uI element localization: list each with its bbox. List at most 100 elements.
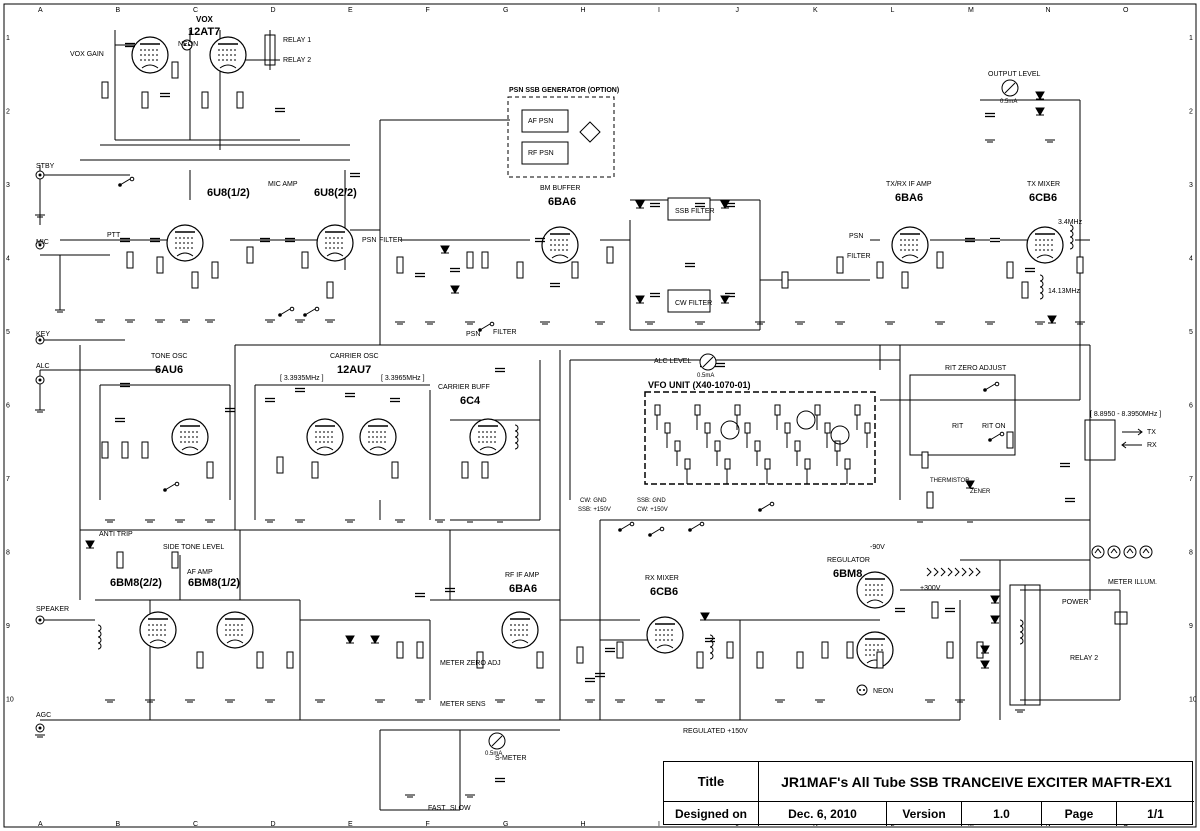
ssb-gnd-label: SSB: GND (637, 498, 666, 504)
capacitor (895, 607, 905, 613)
grid-row-left: 8 (6, 550, 10, 557)
vfo-transistor (830, 425, 850, 445)
carrier-buff-tube: 6C4 (460, 395, 481, 407)
resistor (286, 651, 294, 669)
capacitor (225, 407, 235, 413)
tube-6bm8-a (139, 611, 177, 649)
ground-symbol (265, 319, 275, 323)
af-amp-tube1: 6BM8(2/2) (110, 577, 162, 589)
output-level-label: OUTPUT LEVEL (988, 71, 1040, 78)
meter-icon (1001, 79, 1019, 97)
diode-icon (700, 612, 710, 622)
capacitor (345, 392, 355, 398)
switch-arm (689, 523, 701, 531)
zener-label: ZENER (970, 489, 991, 495)
grid-row-right: 1 (1189, 35, 1193, 42)
resistor (171, 61, 179, 79)
capacitor (150, 237, 160, 243)
capacitor (715, 362, 725, 368)
capacitor (605, 647, 615, 653)
power-plug-icon (1114, 611, 1128, 625)
capacitor (160, 92, 170, 98)
f34-label: 3.4MHz (1058, 219, 1083, 226)
tone-osc-tube: 6AU6 (155, 364, 183, 376)
cw-gnd-label: CW: GND (580, 498, 607, 504)
grid-col-bottom: G (503, 821, 508, 828)
page-label: Page (1042, 802, 1117, 826)
tube-12at7-b (209, 36, 247, 74)
capacitor (695, 202, 705, 208)
key-label: KEY (36, 331, 50, 338)
bm-buffer-tube: 6BA6 (548, 196, 576, 208)
ground-symbol (585, 699, 595, 703)
diode-icon (1035, 107, 1045, 117)
capacitor (295, 387, 305, 393)
resistor (926, 491, 934, 509)
resistor (536, 651, 544, 669)
resistor (461, 461, 469, 479)
chevron-right-icon (933, 567, 939, 577)
capacitor (450, 267, 460, 273)
lamp-icon (1123, 545, 1137, 559)
capacitor (265, 397, 275, 403)
ground-symbol (105, 519, 115, 523)
fast-label: FAST (428, 805, 446, 812)
smeter-label: S-METER (495, 755, 527, 762)
resistor (171, 551, 179, 569)
capacitor (535, 237, 545, 243)
switch-arm (164, 483, 176, 491)
power-transformer (1019, 619, 1024, 645)
capacitor (1060, 462, 1070, 468)
tube-12au7-a (306, 418, 344, 456)
ground-symbol (265, 699, 275, 703)
vfo-transistor (720, 420, 740, 440)
vfo-component (674, 440, 681, 452)
resistor (976, 641, 984, 659)
resistor (836, 256, 844, 274)
wires (3, 3, 1197, 828)
grid-col-top: K (813, 7, 818, 14)
resistor (756, 651, 764, 669)
ground-symbol (885, 321, 895, 325)
resistor (516, 261, 524, 279)
designed-label: Designed on (664, 802, 759, 826)
mixer-coil (1069, 224, 1074, 250)
vfo-range-box (1084, 419, 1116, 461)
anti-trip-label: ANTI TRIP (99, 531, 133, 538)
carrier-f1: [ 3.3935MHz ] (280, 375, 324, 382)
filter-label-1: FILTER (379, 237, 403, 244)
grid-col-bottom: E (348, 821, 353, 828)
regulator-title: REGULATOR (827, 557, 870, 564)
resistor (931, 601, 939, 619)
lamp-icon (1139, 545, 1153, 559)
ground-symbol (155, 319, 165, 323)
af-psn-label: AF PSN (528, 118, 553, 125)
ground-symbol (615, 699, 625, 703)
chevron-right-icon (940, 567, 946, 577)
vfo-component (754, 440, 761, 452)
neon-label: NEON (178, 41, 198, 48)
tube-12at7-a (131, 36, 169, 74)
psn-label-1: PSN (362, 237, 376, 244)
neon-lamp-icon (181, 39, 193, 51)
capacitor (495, 367, 505, 373)
vfo-component (784, 422, 791, 434)
resistor (396, 256, 404, 274)
grid-col-top: G (503, 7, 508, 14)
ground-symbol (495, 519, 505, 523)
grid-col-top: H (581, 7, 586, 14)
ground-symbol (985, 139, 995, 143)
switch-arm (479, 323, 491, 331)
grid-col-top: D (271, 7, 276, 14)
capacitor (945, 607, 955, 613)
vfo-component (814, 404, 821, 416)
vfo-component (844, 458, 851, 470)
ground-symbol (595, 321, 605, 325)
resistor (796, 651, 804, 669)
neon-dot (184, 44, 186, 46)
neon-reg-label: NEON (873, 688, 893, 695)
resistor (606, 246, 614, 264)
output-transformer (97, 624, 102, 650)
ground-symbol (645, 321, 655, 325)
carrier-buff-title: CARRIER BUFF (438, 384, 490, 391)
